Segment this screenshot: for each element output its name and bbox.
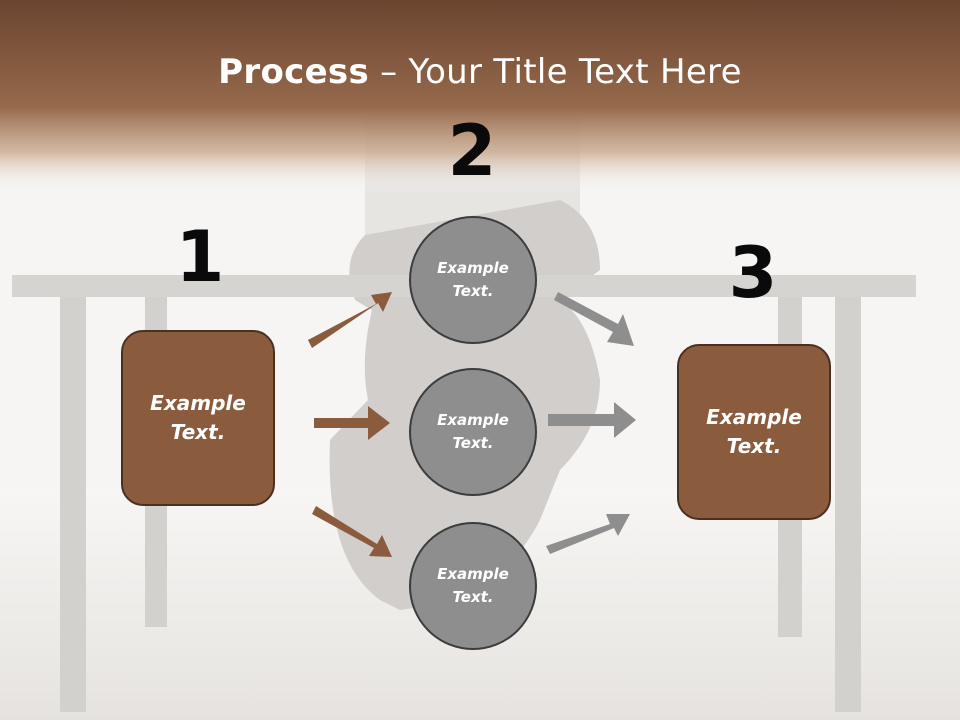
circle-middle-text: Example Text. bbox=[437, 411, 509, 452]
arrow-right-up-gray-icon bbox=[546, 514, 630, 554]
arrow-right-brown-icon bbox=[314, 406, 390, 440]
step-number-1: 1 bbox=[175, 216, 225, 298]
circle-top: Example Text. bbox=[409, 216, 537, 344]
step-box-3-text: Example Text. bbox=[706, 405, 802, 458]
step-number-3: 3 bbox=[728, 232, 778, 314]
slide-title: Process – Your Title Text Here bbox=[0, 52, 960, 92]
title-bold: Process bbox=[218, 52, 370, 92]
step-box-3: Example Text. bbox=[677, 344, 831, 520]
arrow-right-gray-icon bbox=[548, 402, 636, 438]
circle-middle: Example Text. bbox=[409, 368, 537, 496]
step-box-1: Example Text. bbox=[121, 330, 275, 506]
arrow-right-up-brown-icon bbox=[308, 292, 392, 348]
arrow-right-down-brown-icon bbox=[312, 506, 392, 557]
step-number-2: 2 bbox=[447, 110, 497, 192]
circle-top-text: Example Text. bbox=[437, 259, 509, 300]
arrow-right-down-gray-icon bbox=[554, 292, 634, 346]
step-box-1-text: Example Text. bbox=[150, 391, 246, 444]
circle-bottom: Example Text. bbox=[409, 522, 537, 650]
circle-bottom-text: Example Text. bbox=[437, 565, 509, 606]
title-rest: – Your Title Text Here bbox=[369, 52, 742, 92]
